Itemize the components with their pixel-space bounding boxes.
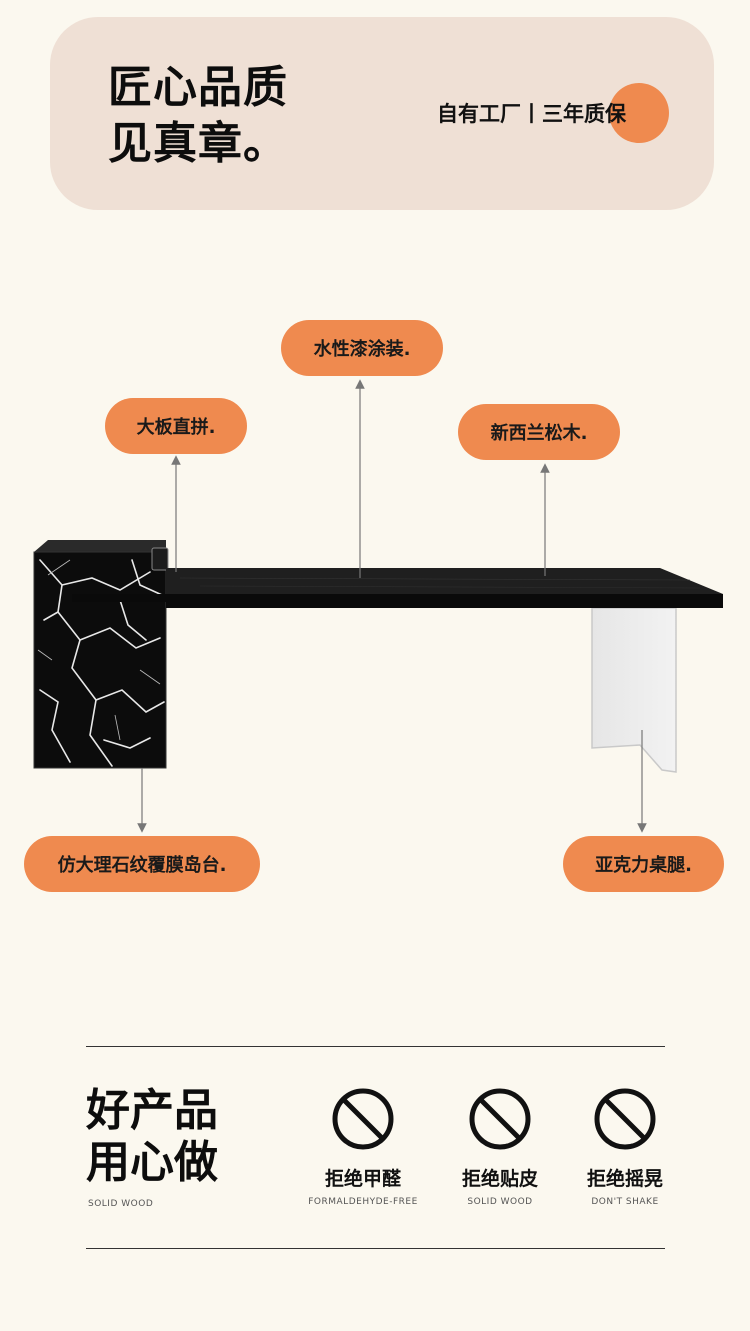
prohibited-icon bbox=[332, 1088, 394, 1150]
divider-bottom bbox=[86, 1248, 665, 1249]
callout-nz-pine: 新西兰松木. bbox=[458, 404, 620, 460]
slogan-line-1: 好产品 bbox=[86, 1085, 218, 1136]
divider-top bbox=[86, 1046, 665, 1047]
promo-text: 自有工厂丨三年质保 bbox=[437, 102, 626, 126]
feature-title: 拒绝甲醛 bbox=[324, 1168, 401, 1190]
acrylic-leg bbox=[591, 607, 677, 773]
headline-line-2: 见真章。 bbox=[108, 118, 288, 169]
slogan: 好产品 用心做 bbox=[86, 1085, 218, 1189]
promo-accent-dot bbox=[609, 83, 669, 143]
headline-line-1: 匠心品质 bbox=[108, 62, 288, 113]
feature-subtitle: SOLID WOOD bbox=[467, 1197, 533, 1207]
headline: 匠心品质 见真章。 bbox=[108, 60, 288, 172]
tabletop bbox=[72, 568, 723, 608]
slogan-subtitle: SOLID WOOD bbox=[88, 1199, 154, 1209]
feature-no-shake: 拒绝摇晃 DON'T SHAKE bbox=[550, 1086, 700, 1207]
feature-subtitle: DON'T SHAKE bbox=[591, 1197, 659, 1207]
callout-marble-island: 仿大理石纹覆膜岛台. bbox=[24, 836, 260, 892]
feature-subtitle: FORMALDEHYDE-FREE bbox=[308, 1197, 418, 1207]
feature-no-veneer: 拒绝贴皮 SOLID WOOD bbox=[425, 1086, 575, 1207]
feature-formaldehyde-free: 拒绝甲醛 FORMALDEHYDE-FREE bbox=[288, 1086, 438, 1207]
desk-illustration bbox=[33, 379, 723, 833]
header-card bbox=[50, 17, 714, 210]
slogan-line-2: 用心做 bbox=[86, 1137, 218, 1188]
feature-title: 拒绝摇晃 bbox=[586, 1168, 663, 1190]
prohibited-icon bbox=[469, 1088, 531, 1150]
feature-title: 拒绝贴皮 bbox=[461, 1168, 538, 1190]
callout-acrylic-leg: 亚克力桌腿. bbox=[563, 836, 724, 892]
callout-large-board: 大板直拼. bbox=[105, 398, 247, 454]
marble-island bbox=[33, 540, 169, 769]
callout-waterborne-paint: 水性漆涂装. bbox=[281, 320, 443, 376]
prohibited-icon bbox=[594, 1088, 656, 1150]
